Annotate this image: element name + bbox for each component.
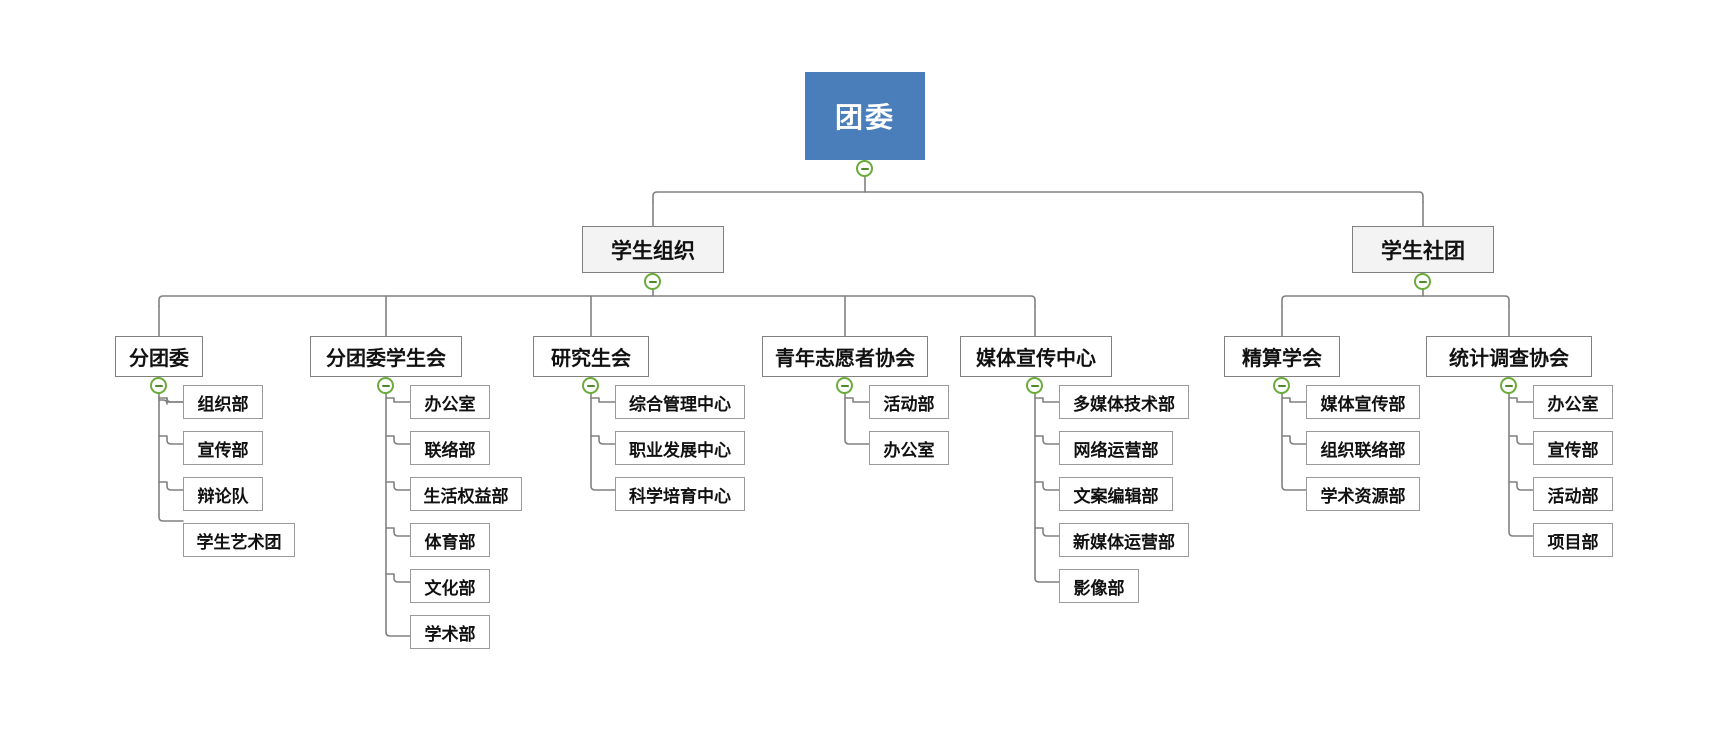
leaf-node[interactable]: 媒体宣传部: [1306, 385, 1420, 419]
leaf-node[interactable]: 网络运营部: [1059, 431, 1173, 465]
node-label: 活动部: [883, 394, 935, 414]
node-actuarial-society[interactable]: 精算学会: [1224, 336, 1340, 377]
node-label: 办公室: [424, 394, 476, 414]
leaf-node[interactable]: 职业发展中心: [615, 431, 745, 465]
toggle-fentuanwei-student-union[interactable]: [377, 377, 394, 394]
node-root-tuanwei[interactable]: 团委: [805, 72, 925, 160]
node-label: 影像部: [1073, 578, 1125, 598]
toggle-actuarial-society[interactable]: [1273, 377, 1290, 394]
node-label: 宣传部: [1547, 440, 1599, 460]
leaf-node[interactable]: 影像部: [1059, 569, 1139, 603]
node-label: 辩论队: [197, 486, 249, 506]
node-label: 联络部: [424, 440, 476, 460]
node-label: 科学培育中心: [629, 486, 731, 506]
leaf-node[interactable]: 体育部: [410, 523, 490, 557]
node-label: 学生艺术团: [196, 532, 282, 552]
node-label: 组织联络部: [1320, 440, 1406, 460]
node-label: 综合管理中心: [629, 394, 731, 414]
node-label: 青年志愿者协会: [775, 348, 915, 370]
node-fentuanwei[interactable]: 分团委: [115, 336, 203, 377]
node-label: 项目部: [1547, 532, 1599, 552]
node-label: 办公室: [1547, 394, 1599, 414]
leaf-node[interactable]: 学术资源部: [1306, 477, 1420, 511]
node-label: 文案编辑部: [1073, 486, 1159, 506]
node-label: 学术资源部: [1320, 486, 1406, 506]
leaf-node[interactable]: 多媒体技术部: [1059, 385, 1189, 419]
node-label: 职业发展中心: [629, 440, 731, 460]
node-label: 多媒体技术部: [1073, 394, 1175, 414]
leaf-node[interactable]: 组织联络部: [1306, 431, 1420, 465]
leaf-node[interactable]: 科学培育中心: [615, 477, 745, 511]
node-label: 分团委: [129, 348, 189, 370]
leaf-node[interactable]: 文案编辑部: [1059, 477, 1173, 511]
leaf-node[interactable]: 学生艺术团: [183, 523, 295, 557]
toggle-statistical-survey-association[interactable]: [1500, 377, 1517, 394]
node-graduate-union[interactable]: 研究生会: [533, 336, 649, 377]
node-student-club[interactable]: 学生社团: [1352, 226, 1494, 273]
node-label: 分团委学生会: [326, 348, 446, 370]
node-label: 活动部: [1547, 486, 1599, 506]
node-statistical-survey-association[interactable]: 统计调查协会: [1426, 336, 1592, 377]
toggle-root[interactable]: [856, 160, 873, 177]
node-label: 宣传部: [197, 440, 249, 460]
toggle-student-club[interactable]: [1414, 273, 1431, 290]
leaf-node[interactable]: 组织部: [183, 385, 263, 419]
node-label: 新媒体运营部: [1073, 532, 1175, 552]
leaf-node[interactable]: 项目部: [1533, 523, 1613, 557]
node-label: 办公室: [883, 440, 935, 460]
toggle-student-organization[interactable]: [644, 273, 661, 290]
leaf-node[interactable]: 办公室: [869, 431, 949, 465]
node-media-publicity-center[interactable]: 媒体宣传中心: [960, 336, 1112, 377]
node-label: 媒体宣传中心: [976, 348, 1096, 370]
node-label: 研究生会: [551, 348, 631, 370]
node-label: 精算学会: [1242, 348, 1322, 370]
leaf-node[interactable]: 活动部: [869, 385, 949, 419]
node-label: 学术部: [424, 624, 476, 644]
leaf-node[interactable]: 办公室: [410, 385, 490, 419]
leaf-node[interactable]: 学术部: [410, 615, 490, 649]
leaf-node[interactable]: 新媒体运营部: [1059, 523, 1189, 557]
node-label: 学生社团: [1381, 239, 1465, 263]
node-label: 团委: [834, 102, 895, 133]
node-label: 文化部: [424, 578, 476, 598]
node-label: 生活权益部: [423, 486, 509, 506]
leaf-node[interactable]: 办公室: [1533, 385, 1613, 419]
leaf-node[interactable]: 联络部: [410, 431, 490, 465]
node-label: 网络运营部: [1073, 440, 1159, 460]
node-fentuanwei-student-union[interactable]: 分团委学生会: [310, 336, 462, 377]
node-label: 媒体宣传部: [1320, 394, 1406, 414]
node-label: 组织部: [197, 394, 249, 414]
leaf-node[interactable]: 辩论队: [183, 477, 263, 511]
toggle-graduate-union[interactable]: [582, 377, 599, 394]
node-label: 学生组织: [611, 239, 695, 263]
toggle-media-publicity-center[interactable]: [1026, 377, 1043, 394]
leaf-node[interactable]: 生活权益部: [410, 477, 522, 511]
toggle-fentuanwei[interactable]: [150, 377, 167, 394]
node-label: 体育部: [424, 532, 476, 552]
toggle-youth-volunteer-association[interactable]: [836, 377, 853, 394]
node-student-organization[interactable]: 学生组织: [582, 226, 724, 273]
node-youth-volunteer-association[interactable]: 青年志愿者协会: [762, 336, 928, 377]
leaf-node[interactable]: 综合管理中心: [615, 385, 745, 419]
leaf-node[interactable]: 活动部: [1533, 477, 1613, 511]
leaf-node[interactable]: 宣传部: [1533, 431, 1613, 465]
node-label: 统计调查协会: [1449, 348, 1569, 370]
leaf-node[interactable]: 文化部: [410, 569, 490, 603]
leaf-node[interactable]: 宣传部: [183, 431, 263, 465]
